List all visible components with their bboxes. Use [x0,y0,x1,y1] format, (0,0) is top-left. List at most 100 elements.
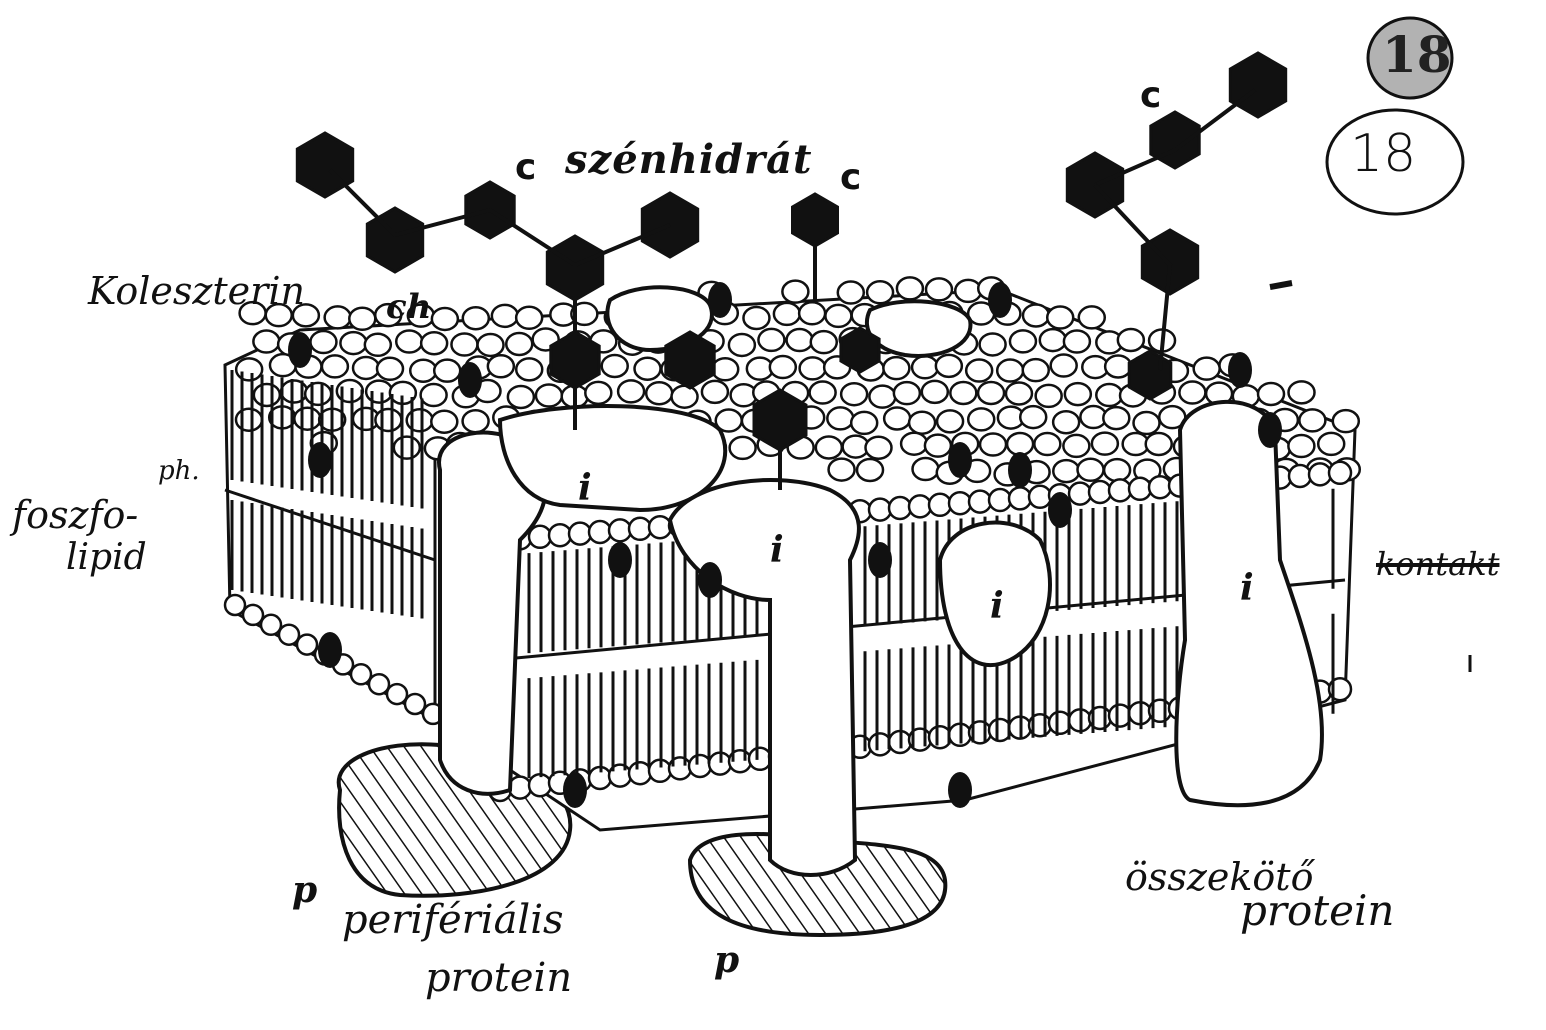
phospholipid-head [635,358,661,380]
phospholipid-head [800,357,826,379]
cholesterol-blob [318,632,342,668]
label-foszfo: foszfo- [12,496,138,534]
phospholipid-head [811,331,837,353]
phospholipid-head [516,358,542,380]
label-ch: ch [386,290,431,324]
label-p-2: p [714,942,739,978]
phospholipid-head [1288,435,1314,457]
phospholipid-head [1053,411,1079,433]
phospholipid-head [394,437,420,459]
phospholipid-head [1063,435,1089,457]
label-i-1: i [578,470,592,506]
phospholipid-head [913,458,939,480]
phospholipid-head [569,523,591,545]
phospholipid-head [225,595,245,615]
phospholipid-head [1034,433,1060,455]
phospholipid-head [743,307,769,329]
phospholipid-head [883,357,909,379]
phospholipid-head [405,694,425,714]
phospholipid-head [305,383,331,405]
page-number-crossed: 18 [1382,30,1452,80]
cholesterol-blob [1228,352,1252,388]
phospholipid-head [770,356,796,378]
phospholipid-head [1023,304,1049,326]
phospholipid-head [702,381,728,403]
phospholipid-head [1134,412,1160,434]
phospholipid-head [1047,307,1073,329]
phospholipid-head [236,409,262,431]
integral-protein-2 [500,406,725,510]
phospholipid-head [506,333,532,355]
phospholipid-head [297,635,317,655]
label-c-1: c [515,150,536,186]
carbohydrate-hexagon [1151,112,1199,168]
phospholipid-head [926,278,952,300]
cholesterol-blob [1008,452,1032,488]
phospholipid-head [536,385,562,407]
phospholipid-head [969,491,991,513]
phospholipid-head [1329,462,1351,484]
phospholipid-head [730,437,756,459]
label-protein-linking: protein [1240,890,1394,932]
phospholipid-head [1092,433,1118,455]
phospholipid-head [749,748,771,770]
phospholipid-head [325,306,351,328]
phospholipid-head [787,329,813,351]
phospholipid-head [1069,483,1091,505]
carbohydrate-hexagon [1230,53,1285,117]
phospholipid-head [1064,331,1090,353]
phospholipid-head [1040,329,1066,351]
phospholipid-head [369,674,389,694]
label-protein-peripheral: protein [425,958,572,998]
phospholipid-head [549,524,571,546]
phospholipid-head [649,516,671,538]
label-p-1: p [292,872,317,908]
cholesterol-blob [308,442,332,478]
phospholipid-head [387,684,407,704]
phospholipid-head [589,521,611,543]
phospholipid-head [894,382,920,404]
phospholipid-head [351,664,371,684]
phospholipid-head [758,329,784,351]
cholesterol-blob [988,282,1012,318]
label-i-3: i [990,588,1004,624]
label-lipid: lipid [66,540,147,576]
phospholipid-head [310,331,336,353]
phospholipid-head [889,497,911,519]
phospholipid-head [609,519,631,541]
cholesterol-blob [948,442,972,478]
cholesterol-blob [458,362,482,398]
phospholipid-head [529,774,551,796]
phospholipid-head [884,407,910,429]
phospholipid-head [867,281,893,303]
carbohydrate-hexagon [297,133,352,197]
phospholipid-head [672,386,698,408]
phospholipid-head [349,308,375,330]
struck-out-label: kontakt [1376,548,1499,580]
phospholipid-head [1118,329,1144,351]
phospholipid-head [421,384,447,406]
phospholipid-head [261,615,281,635]
phospholipid-head [1007,433,1033,455]
phospholipid-head [937,410,963,432]
phospholipid-head [829,459,855,481]
phospholipid-head [516,307,542,329]
phospholipid-head [838,282,864,304]
phospholipid-head [712,358,738,380]
label-szenhidrat: szénhidrát [565,140,812,180]
phospholipid-head [478,334,504,356]
label-i-4: i [1240,570,1254,606]
phospholipid-head [1104,459,1130,481]
phospholipid-head [236,358,262,380]
phospholipid-head [353,357,379,379]
phospholipid-head [377,358,403,380]
phospholipid-head [1109,479,1131,501]
phospholipid-head [243,605,263,625]
phospholipid-head [1318,433,1344,455]
phospholipid-head [810,382,836,404]
phospholipid-head [294,408,320,430]
phospholipid-head [279,625,299,645]
phospholipid-head [585,382,611,404]
phospholipid-head [729,334,755,356]
phospholipid-head [463,307,489,329]
